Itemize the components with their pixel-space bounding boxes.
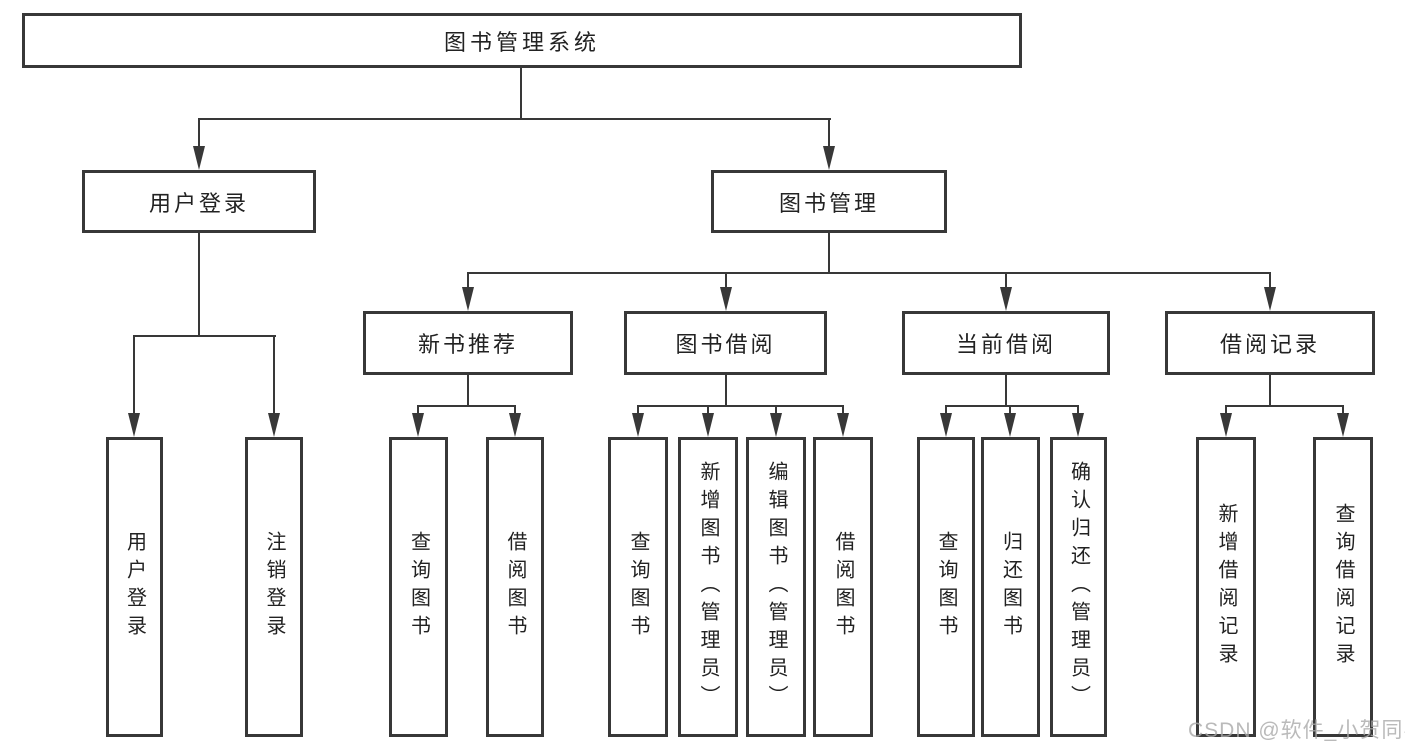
connector-borrow-vline [725,375,727,407]
csdn-watermark: CSDN @软件_小贺同学 [1188,719,1405,742]
arrowhead-icon [1337,413,1349,437]
connector-stem [514,405,516,413]
node-label: 图书借阅 [675,332,776,357]
leaf-edit-book-admin: 编辑图书（管理员） [746,437,806,737]
connector-stem-user-login [198,118,200,148]
connector-stem [842,405,844,413]
node-label: 图书管理 [778,190,879,216]
node-book-borrowing: 图书借阅 [624,311,827,375]
node-label: 当前借阅 [955,332,1056,357]
node-label: 图书管理系统 [443,29,600,55]
connector-stem [707,405,709,413]
node-label: 查询图书 [935,531,957,643]
arrowhead-icon [837,413,849,437]
connector-stem-book-management [828,118,830,148]
leaf-logout: 注销登录 [245,437,303,737]
leaf-query-books-current: 查询图书 [917,437,975,737]
node-label: 用户登录 [148,190,249,216]
connector-stem [1077,405,1079,413]
connector-stem-leaf-user-login [133,335,135,413]
node-label: 注销登录 [263,531,285,643]
arrowhead-icon [632,413,644,437]
leaf-confirm-return-admin: 确认归还（管理员） [1050,437,1107,737]
node-label: 新书推荐 [417,332,518,357]
connector-stem [637,405,639,413]
connector-stem-current-borrow [1005,272,1007,289]
connector-records-vline [1269,375,1271,407]
arrowhead-icon [462,287,474,311]
node-label: 确认归还（管理员） [1067,461,1090,713]
arrowhead-icon [1072,413,1084,437]
connector-records-hline [1225,405,1344,407]
leaf-return-book: 归还图书 [981,437,1040,737]
connector-stem [1009,405,1011,413]
connector-root-vline [520,68,522,119]
node-label: 借阅图书 [832,531,854,643]
connector-current-vline [1005,375,1007,407]
node-user-login: 用户登录 [82,170,316,233]
leaf-user-login: 用户登录 [106,437,163,737]
connector-stem [775,405,777,413]
arrowhead-icon [193,146,205,170]
connector-rec-vline [467,375,469,407]
node-library-management-system: 图书管理系统 [22,13,1022,68]
connector-stem [1342,405,1344,413]
leaf-query-books-recommend: 查询图书 [389,437,448,737]
connector-stem-leaf-logout [273,335,275,413]
arrowhead-icon [1004,413,1016,437]
connector-login-hline [133,335,276,337]
node-label: 借阅记录 [1219,332,1320,357]
connector-stem [1225,405,1227,413]
leaf-add-borrow-record: 新增借阅记录 [1196,437,1256,737]
connector-rec-hline [417,405,516,407]
arrowhead-icon [702,413,714,437]
node-label: 借阅图书 [504,531,526,643]
node-label: 新增借阅记录 [1215,503,1237,671]
node-label: 新增图书（管理员） [697,461,719,713]
arrowhead-icon [770,413,782,437]
arrowhead-icon [509,413,521,437]
connector-stem [945,405,947,413]
connector-login-vline [198,233,200,337]
arrowhead-icon [823,146,835,170]
leaf-query-borrow-record: 查询借阅记录 [1313,437,1373,737]
arrowhead-icon [1000,287,1012,311]
arrowhead-icon [412,413,424,437]
arrowhead-icon [1264,287,1276,311]
node-label: 编辑图书（管理员） [765,461,787,713]
node-new-book-recommendation: 新书推荐 [363,311,573,375]
connector-current-hline [945,405,1079,407]
connector-root-hline [198,118,831,120]
arrowhead-icon [128,413,140,437]
node-label: 查询图书 [627,531,649,643]
connector-stem-book-borrow [725,272,727,289]
arrowhead-icon [1220,413,1232,437]
leaf-borrow-books-recommend: 借阅图书 [486,437,544,737]
arrowhead-icon [940,413,952,437]
connector-stem-new-book [467,272,469,289]
arrowhead-icon [720,287,732,311]
node-label: 用户登录 [123,531,146,643]
node-label: 查询借阅记录 [1332,503,1354,671]
connector-stem [417,405,419,413]
arrowhead-icon [268,413,280,437]
connector-mgmt-hline [467,272,1271,274]
node-book-management: 图书管理 [711,170,947,233]
connector-borrow-hline [637,405,844,407]
node-borrowing-records: 借阅记录 [1165,311,1375,375]
node-current-borrowing: 当前借阅 [902,311,1110,375]
connector-mgmt-vline [828,233,830,274]
connector-stem-borrow-records [1269,272,1271,289]
node-label: 查询图书 [407,531,430,643]
leaf-query-books-borrowing: 查询图书 [608,437,668,737]
leaf-borrow-books: 借阅图书 [813,437,873,737]
node-label: 归还图书 [999,531,1022,643]
leaf-add-book-admin: 新增图书（管理员） [678,437,738,737]
